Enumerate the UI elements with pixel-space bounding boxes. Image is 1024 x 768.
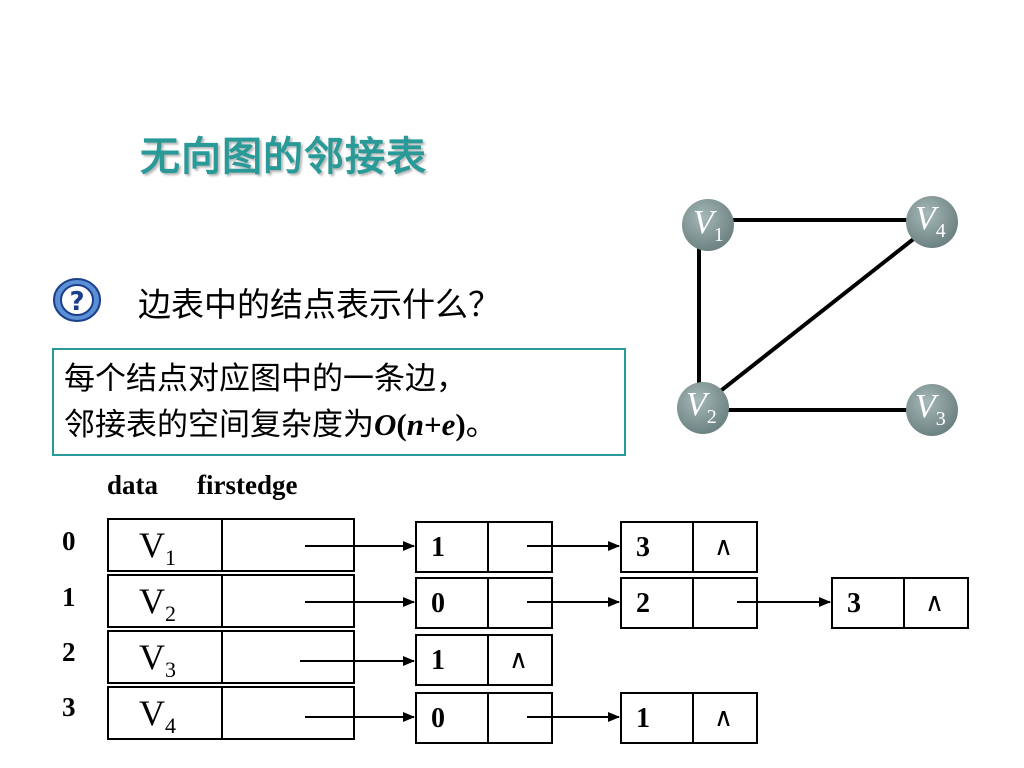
edge-node-1-2: 3∧ <box>831 577 969 629</box>
question-text: 边表中的结点表示什么？ <box>138 285 501 324</box>
vertex-name-3-base: V <box>139 693 165 733</box>
firstedge-cell-3 <box>221 686 355 740</box>
graph-node-v3: V3 <box>906 384 958 436</box>
edge-node-1-1: 2 <box>620 577 758 629</box>
edge-node-0-1-adjvex: 3 <box>636 532 650 563</box>
question-icon: ? <box>53 278 101 322</box>
graph-node-v1: V1 <box>682 199 734 251</box>
vertex-name-2-sub: 3 <box>165 657 176 683</box>
edge-node-3-0-adjvex: 0 <box>431 703 445 734</box>
header-data: data <box>107 470 159 500</box>
vertex-name-0-sub: 1 <box>165 545 176 571</box>
formula-plus: + <box>423 407 442 442</box>
edge-node-0-0-adjvex: 1 <box>431 532 445 563</box>
firstedge-cell-2 <box>221 630 355 684</box>
null-pointer-2: ∧ <box>509 645 529 675</box>
vertex-name-2: V3 <box>139 636 176 683</box>
answer-line-2: 邻接表的空间复杂度为O(n+e)。 <box>64 402 614 448</box>
graph-edge-v2-v4 <box>702 224 932 406</box>
null-pointer-3: ∧ <box>714 703 734 733</box>
vertex-name-3: V4 <box>139 692 176 739</box>
answer-box: 每个结点对应图中的一条边， 邻接表的空间复杂度为O(n+e)。 <box>52 348 626 456</box>
answer-line-1: 每个结点对应图中的一条边， <box>64 361 467 397</box>
vertex-name-2-base: V <box>139 637 165 677</box>
edge-node-2-0-adjvex: 1 <box>431 645 445 676</box>
edge-node-3-1: 1∧ <box>620 692 758 744</box>
formula-paren-open: ( <box>396 407 407 442</box>
answer-line-2-text: 邻接表的空间复杂度为 <box>64 407 374 443</box>
header-firstedge: firstedge <box>197 470 298 500</box>
edge-node-1-2-adjvex: 3 <box>847 588 861 619</box>
formula-o: O <box>374 407 397 442</box>
edge-node-1-0-adjvex: 0 <box>431 588 445 619</box>
index-1: 1 <box>62 582 76 612</box>
vertex-name-0-base: V <box>139 525 165 565</box>
edge-node-0-1: 3∧ <box>620 521 758 573</box>
complexity-formula: O(n+e) <box>374 407 466 442</box>
index-3: 3 <box>62 692 76 722</box>
svg-text:?: ? <box>69 287 84 317</box>
answer-suffix: 。 <box>465 407 497 443</box>
edge-node-2-0: 1∧ <box>415 634 553 686</box>
graph-node-v2: V2 <box>677 382 729 434</box>
vertex-name-1: V2 <box>139 580 176 627</box>
formula-paren-close: ) <box>455 407 466 442</box>
formula-e: e <box>441 407 456 442</box>
null-pointer-0: ∧ <box>714 532 734 562</box>
edge-node-1-1-adjvex: 2 <box>636 588 650 619</box>
formula-n: n <box>406 407 424 442</box>
vertex-name-3-sub: 4 <box>165 713 176 739</box>
vertex-name-1-sub: 2 <box>165 601 176 627</box>
edge-node-3-1-adjvex: 1 <box>636 703 650 734</box>
slide-title: 无向图的邻接表 <box>140 134 427 180</box>
edge-node-0-0: 1 <box>415 521 553 573</box>
vertex-data-cell-3: V4 <box>107 686 223 740</box>
index-0: 0 <box>62 526 76 556</box>
index-2: 2 <box>62 637 76 667</box>
graph-node-v4: V4 <box>906 196 958 248</box>
vertex-name-1-base: V <box>139 581 165 621</box>
null-pointer-1: ∧ <box>925 588 945 618</box>
vertex-name-0: V1 <box>139 524 176 571</box>
